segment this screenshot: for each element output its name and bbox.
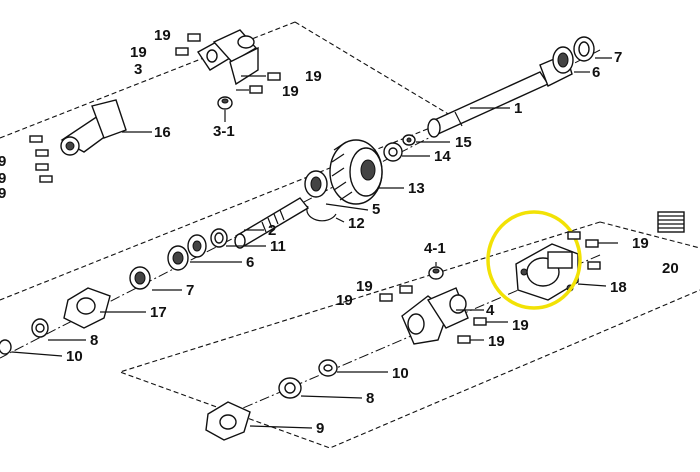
callout-19: 19	[488, 333, 505, 350]
bolts-19-bottom	[379, 285, 508, 344]
callout-10: 10	[66, 348, 83, 365]
part-8-washer-left	[31, 318, 49, 338]
callout-6: 6	[246, 254, 254, 271]
part-15-nut	[402, 134, 416, 146]
callout-10: 10	[392, 365, 409, 382]
bolts-19-right	[567, 231, 618, 270]
callout-2: 2	[268, 222, 276, 239]
part-13-bevel-gear	[329, 139, 383, 205]
callout-5: 5	[372, 201, 380, 218]
part-4-1-vent-fitting	[428, 266, 444, 280]
part-9-flange-bottom	[205, 401, 251, 441]
callout-9: 9	[0, 170, 6, 187]
callout-11: 11	[270, 238, 286, 255]
callout-19: 19	[632, 235, 649, 252]
callout-19: 19	[282, 83, 299, 100]
callout-16: 16	[154, 124, 171, 141]
part-11-washer	[210, 228, 228, 248]
part-10-nut-left	[0, 339, 12, 355]
callout-19: 19	[305, 68, 322, 85]
callout-17: 17	[150, 304, 167, 321]
callout-19: 19	[130, 44, 147, 61]
callout-4-1: 4-1	[424, 240, 446, 257]
rear-assembly-boundary	[118, 221, 700, 449]
part-16-spline-housing	[60, 99, 152, 156]
callout-20: 20	[662, 260, 679, 277]
part-4-flange-housing	[401, 287, 469, 345]
part-17-flange	[63, 287, 111, 329]
part-20-spring	[657, 211, 685, 233]
part-3-1-vent-fitting	[217, 96, 233, 110]
callout-labels: 19 19 3 19 19 3-1 7 6 1 16 15 14 9 9 9 1…	[0, 27, 679, 437]
callout-7: 7	[186, 282, 194, 299]
callout-4: 4	[486, 302, 495, 319]
bolts-19-top	[175, 33, 281, 94]
callout-9: 9	[0, 153, 6, 170]
part-5-bearing	[304, 170, 328, 198]
callout-19: 19	[356, 278, 373, 295]
part-3-flange-housing	[196, 29, 259, 86]
callout-15: 15	[455, 134, 472, 151]
yellow-highlight-circle	[486, 210, 582, 310]
part-12-snap-ring	[306, 205, 337, 222]
part-2-pinion-shaft	[234, 197, 310, 249]
callout-14: 14	[434, 148, 451, 165]
callout-19: 19	[154, 27, 171, 44]
callout-3-1: 3-1	[213, 123, 235, 140]
part-7-seal-top	[573, 36, 595, 62]
part-1-drive-shaft	[427, 53, 573, 138]
part-14-washer	[383, 142, 403, 162]
callout-13: 13	[408, 180, 425, 197]
callout-19: 19	[336, 292, 353, 309]
part-8-washer-bottom	[278, 377, 302, 399]
bolts-9	[29, 135, 53, 183]
callout-8: 8	[90, 332, 98, 349]
callout-9: 9	[316, 420, 324, 437]
callout-7: 7	[614, 49, 622, 66]
front-assembly-boundary	[0, 21, 457, 301]
callout-1: 1	[514, 100, 522, 117]
callout-18: 18	[610, 279, 627, 296]
callout-9: 9	[0, 185, 6, 202]
part-18-output-cover	[515, 243, 579, 301]
callout-12: 12	[348, 215, 365, 232]
callout-6: 6	[592, 64, 600, 81]
leader-lines	[11, 57, 612, 429]
callout-3: 3	[134, 61, 142, 78]
part-7-seal-mid	[129, 266, 151, 290]
part-6-bearing-top	[552, 46, 574, 74]
callout-8: 8	[366, 390, 374, 407]
part-10-nut-bottom	[318, 359, 338, 377]
callout-19: 19	[512, 317, 529, 334]
part-6-bearing-mid	[167, 234, 207, 271]
